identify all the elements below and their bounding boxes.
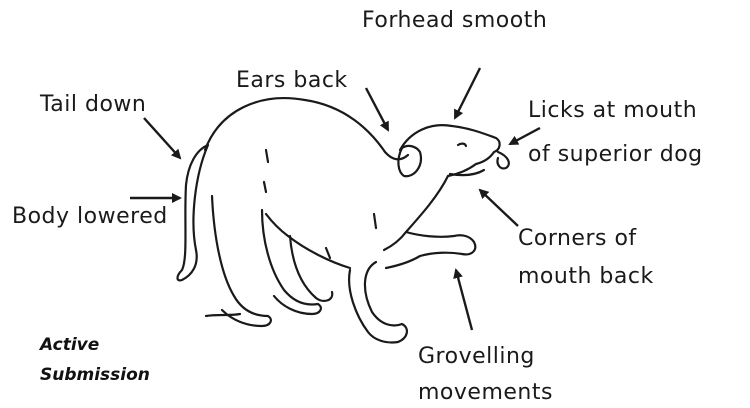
arrow-corners: [480, 190, 518, 226]
label-tail-down: Tail down: [40, 92, 146, 118]
dog-tail: [178, 145, 209, 280]
label-grovelling-line2: movements: [418, 380, 553, 406]
dog-front-leg: [349, 262, 407, 343]
dog-front-leg-raised: [386, 232, 475, 268]
label-licks-line2: of superior dog: [528, 142, 703, 168]
dog-eye: [458, 144, 466, 146]
arrow-ears: [366, 88, 388, 130]
dog-chest: [384, 176, 448, 250]
figure-title-line2: Submission: [40, 364, 150, 386]
label-ears-back: Ears back: [236, 68, 348, 94]
label-licks-line1: Licks at mouth: [528, 98, 697, 124]
arrow-forhead: [455, 68, 480, 118]
label-grovelling-line1: Grovelling: [418, 344, 535, 370]
dog-head: [400, 125, 500, 176]
label-forhead-smooth: Forhead smooth: [362, 8, 547, 34]
dog-tongue: [497, 152, 508, 168]
dog-ear: [398, 146, 421, 176]
label-body-lowered: Body lowered: [12, 204, 168, 230]
dog-hind-leg-inner: [290, 236, 332, 301]
fur-mark: [326, 248, 330, 258]
label-corners-line2: mouth back: [518, 264, 654, 290]
fur-mark: [374, 214, 376, 228]
dog-back-outline: [205, 98, 408, 159]
figure-title-line1: Active: [40, 334, 99, 356]
ground-line: [206, 314, 240, 316]
fur-mark: [266, 150, 268, 162]
label-corners-line1: Corners of: [518, 226, 637, 252]
arrow-grovelling: [456, 270, 472, 330]
fur-mark: [264, 182, 266, 192]
arrow-tail: [144, 118, 180, 158]
dog-hind-leg-front: [262, 210, 321, 314]
dog-belly: [266, 214, 350, 268]
